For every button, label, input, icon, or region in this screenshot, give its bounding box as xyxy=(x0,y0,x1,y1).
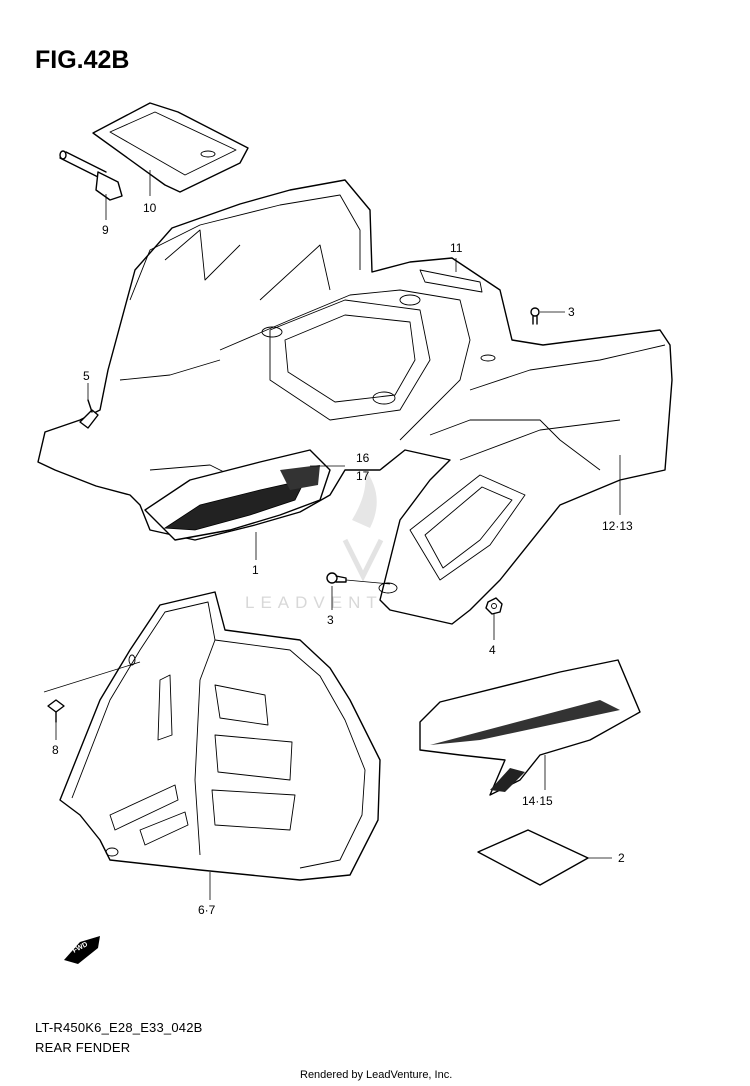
callout-11[interactable]: 11 xyxy=(450,241,463,255)
part-6-7-mud-guard[interactable] xyxy=(59,591,381,881)
callout-17[interactable]: 17 xyxy=(356,469,370,483)
section-name: REAR FENDER xyxy=(35,1040,131,1055)
leader-lines xyxy=(43,170,621,900)
render-credit: Rendered by LeadVenture, Inc. xyxy=(300,1069,453,1081)
part-3-bolt-upper[interactable] xyxy=(530,307,540,325)
callout-12-13[interactable]: 12·13 xyxy=(602,519,633,533)
callout-6-7[interactable]: 6·7 xyxy=(198,903,216,917)
part-3-bolt-lower[interactable] xyxy=(326,572,347,584)
part-10-pouch[interactable] xyxy=(92,102,249,193)
callout-16[interactable]: 16 xyxy=(356,451,370,465)
figure-title: FIG.42B xyxy=(35,46,130,74)
callout-3-lower[interactable]: 3 xyxy=(327,613,334,627)
fwd-arrow-icon: FWD xyxy=(64,936,100,964)
callout-8[interactable]: 8 xyxy=(52,743,59,757)
part-8-screw[interactable] xyxy=(47,699,65,723)
part-4-nut[interactable] xyxy=(485,597,503,615)
part-1-side-cover[interactable] xyxy=(144,449,331,541)
callout-2[interactable]: 2 xyxy=(618,851,625,865)
part-5-clip[interactable] xyxy=(79,399,99,429)
callout-14-15[interactable]: 14·15 xyxy=(522,794,553,808)
callout-1[interactable]: 1 xyxy=(252,563,259,577)
callout-labels: 10 9 11 3 5 16 17 12·13 1 3 4 8 14·15 2 … xyxy=(52,201,633,917)
part-14-15-side-decal[interactable] xyxy=(419,659,641,796)
callout-5[interactable]: 5 xyxy=(83,369,90,383)
callout-10[interactable]: 10 xyxy=(143,201,157,215)
callout-3-upper[interactable]: 3 xyxy=(568,305,575,319)
model-code: LT-R450K6_E28_E33_042B xyxy=(35,1020,203,1035)
part-9-bolt[interactable] xyxy=(59,150,123,201)
callout-4[interactable]: 4 xyxy=(489,643,496,657)
part-2-caution-label[interactable] xyxy=(477,829,589,886)
callout-9[interactable]: 9 xyxy=(102,223,109,237)
